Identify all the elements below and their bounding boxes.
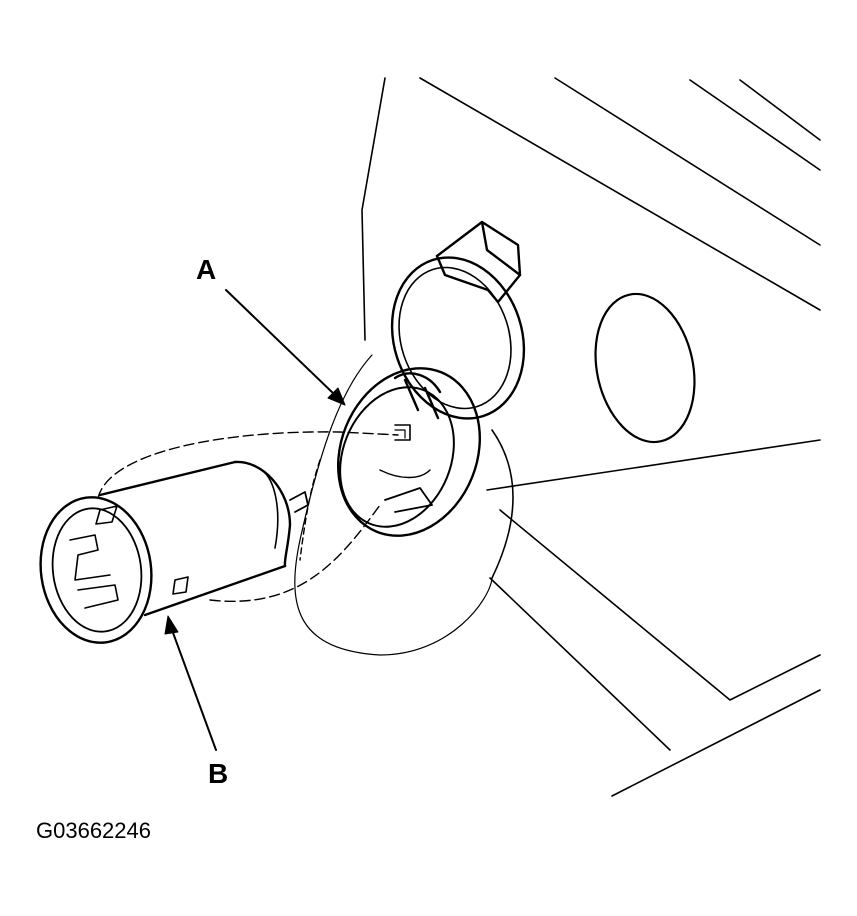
- console-panel: [361, 77, 821, 797]
- leader-arrow-b: [164, 615, 217, 751]
- socket-cap: [390, 220, 526, 420]
- alignment-lines: [97, 431, 399, 602]
- socket-b: [39, 460, 309, 644]
- recess-outline: [294, 354, 493, 656]
- leader-arrow-a: [225, 289, 346, 406]
- callout-a: A: [196, 254, 217, 285]
- figure-id: G03662246: [36, 818, 151, 843]
- socket-a: [336, 367, 482, 537]
- callout-b: B: [208, 758, 229, 789]
- panel-hole: [594, 292, 696, 444]
